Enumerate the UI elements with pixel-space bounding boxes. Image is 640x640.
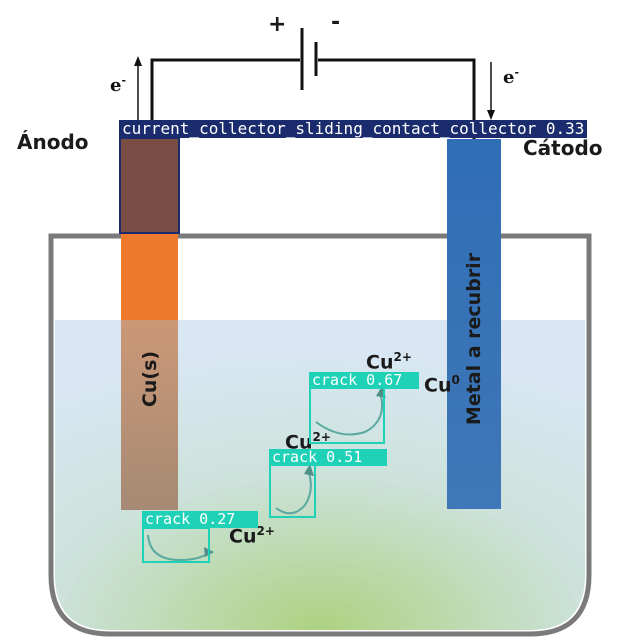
ion-path-bottom	[147, 534, 211, 562]
crack-detection-box-3	[142, 527, 210, 563]
crack-detection-box-1	[309, 387, 385, 444]
ion-path-top	[315, 391, 384, 436]
ion-arrowhead-mid	[304, 464, 314, 476]
atom-label: Cu0	[424, 373, 460, 397]
collector-detection-label: current_collector_sliding_contact_collec…	[119, 120, 588, 138]
anode-title: Ánodo	[17, 130, 89, 154]
collector-detection-box	[119, 137, 180, 234]
electron-arrowhead-right	[487, 110, 495, 120]
circuit-wire-left	[150, 58, 300, 140]
ion-label-bottom: Cu2+	[229, 524, 275, 548]
crack-detection-label-1: crack 0.67	[309, 372, 419, 389]
ion-label-mid: Cu2+	[285, 430, 331, 454]
battery-minus-sign: -	[331, 10, 341, 35]
electron-label-left: e-	[110, 74, 127, 96]
crack-detection-box-2	[269, 464, 316, 518]
electron-label-right: e-	[503, 66, 520, 88]
tank-outline	[48, 233, 592, 637]
crack-detection-label-2: crack 0.51	[269, 449, 387, 466]
circuit-wire-right	[318, 58, 476, 140]
cathode-title: Cátodo	[523, 136, 603, 160]
anode-electrode-lower	[121, 320, 178, 510]
crack-detection-label-3: crack 0.27	[142, 511, 258, 528]
cathode-metal-label: Metal a recubrir	[463, 252, 485, 426]
cathode-electrode	[447, 139, 501, 509]
ion-path-mid	[275, 469, 312, 515]
anode-electrode-top	[121, 139, 178, 233]
anode-metal-label: Cu(s)	[139, 350, 161, 408]
battery-plus-sign: +	[268, 12, 287, 37]
anode-electrode-middle	[121, 233, 178, 320]
electron-arrowhead-left	[134, 56, 142, 66]
ion-label-top: Cu2+	[366, 350, 412, 374]
